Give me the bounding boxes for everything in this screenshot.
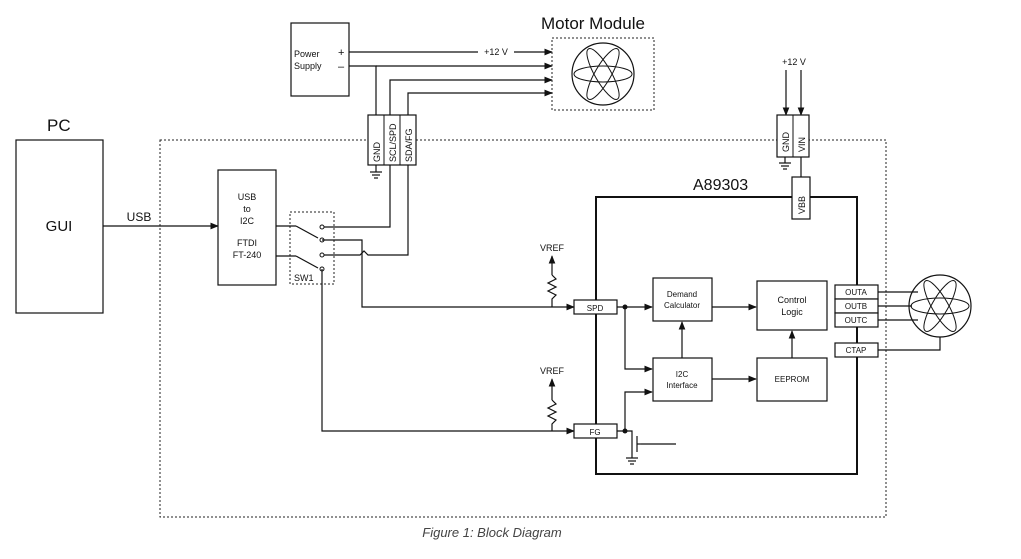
sw-contact-bottom-a [319, 252, 325, 258]
outb-label: OUTB [845, 302, 867, 311]
i2c-line1: I2C [676, 370, 689, 379]
sw1-label: SW1 [294, 273, 314, 283]
fg-label: FG [589, 428, 600, 437]
motor-scl-line [389, 76, 553, 115]
motor-module-outline [551, 37, 655, 111]
control-logic-block [756, 280, 828, 331]
sw-blade-top [295, 225, 319, 239]
outc-label: OUTC [845, 316, 868, 325]
power-supply-line1: Power [294, 49, 320, 59]
plus12v-mask [478, 45, 514, 57]
power-plus: + [338, 47, 344, 59]
usb-to-i2c-block [217, 169, 277, 286]
demand-calculator-block [652, 277, 713, 322]
a89303-chip [595, 196, 858, 475]
power-supply-line2: Supply [294, 61, 322, 71]
vin-supply-label: +12 V [782, 57, 806, 67]
motor-module-title: Motor Module [541, 14, 645, 33]
motor-icon [571, 42, 635, 106]
motor-sda-line [407, 89, 553, 115]
eeprom-label: EEPROM [775, 375, 810, 384]
power-supply-box [290, 22, 350, 97]
vin-label: VIN [797, 137, 807, 152]
resistor-top [546, 274, 558, 307]
i2c-interface-block [652, 357, 713, 402]
switch-outline [289, 211, 335, 285]
connector-sda-fg: SDA/FG [404, 128, 414, 162]
control-line1: Control [777, 295, 806, 305]
spd-label: SPD [587, 304, 604, 313]
control-line2: Logic [781, 307, 803, 317]
pc-title: PC [47, 116, 71, 135]
usb-label: USB [127, 210, 152, 224]
connector-scl-spd: SCL/SPD [388, 123, 398, 162]
figure-caption: Figure 1: Block Diagram [422, 525, 562, 540]
power-minus: – [338, 61, 345, 73]
sw-blade-bottom [295, 255, 319, 269]
sw-to-sda [324, 165, 409, 256]
sw-contact-top-a [319, 224, 325, 230]
usb-block-line3: I2C [240, 216, 255, 226]
ctap-label: CTAP [846, 346, 867, 355]
board-outline [159, 139, 887, 518]
motor-output-icon [908, 274, 972, 338]
vin-gnd-label: GND [781, 132, 791, 153]
vbb-pin [791, 176, 811, 220]
usb-block-line4: FTDI [237, 238, 257, 248]
connector-block [367, 114, 417, 166]
fg-line [321, 269, 575, 435]
transistor-icon [625, 430, 676, 465]
eeprom-block [756, 357, 828, 402]
usb-block-line1: USB [238, 192, 257, 202]
gui-label: GUI [46, 218, 73, 235]
connector-gnd: GND [372, 142, 382, 163]
demand-line1: Demand [667, 290, 697, 299]
usb-block-line5: FT-240 [233, 250, 262, 260]
pc-box [15, 139, 104, 314]
ground-icon [370, 171, 382, 179]
usb-block-line2: to [243, 204, 251, 214]
vref-bottom-label: VREF [540, 366, 565, 376]
resistor-bottom [546, 399, 558, 431]
demand-line2: Calculator [664, 301, 700, 310]
plus12v-label: +12 V [484, 47, 508, 57]
vin-ground-icon [779, 162, 791, 170]
i2c-line2: Interface [666, 381, 698, 390]
sw-to-scl [324, 165, 391, 228]
vbb-label: VBB [797, 196, 807, 214]
vref-top-label: VREF [540, 243, 565, 253]
spd-line [322, 239, 575, 311]
outa-label: OUTA [845, 288, 867, 297]
chip-name: A89303 [693, 177, 748, 194]
gnd-wire [349, 65, 377, 115]
